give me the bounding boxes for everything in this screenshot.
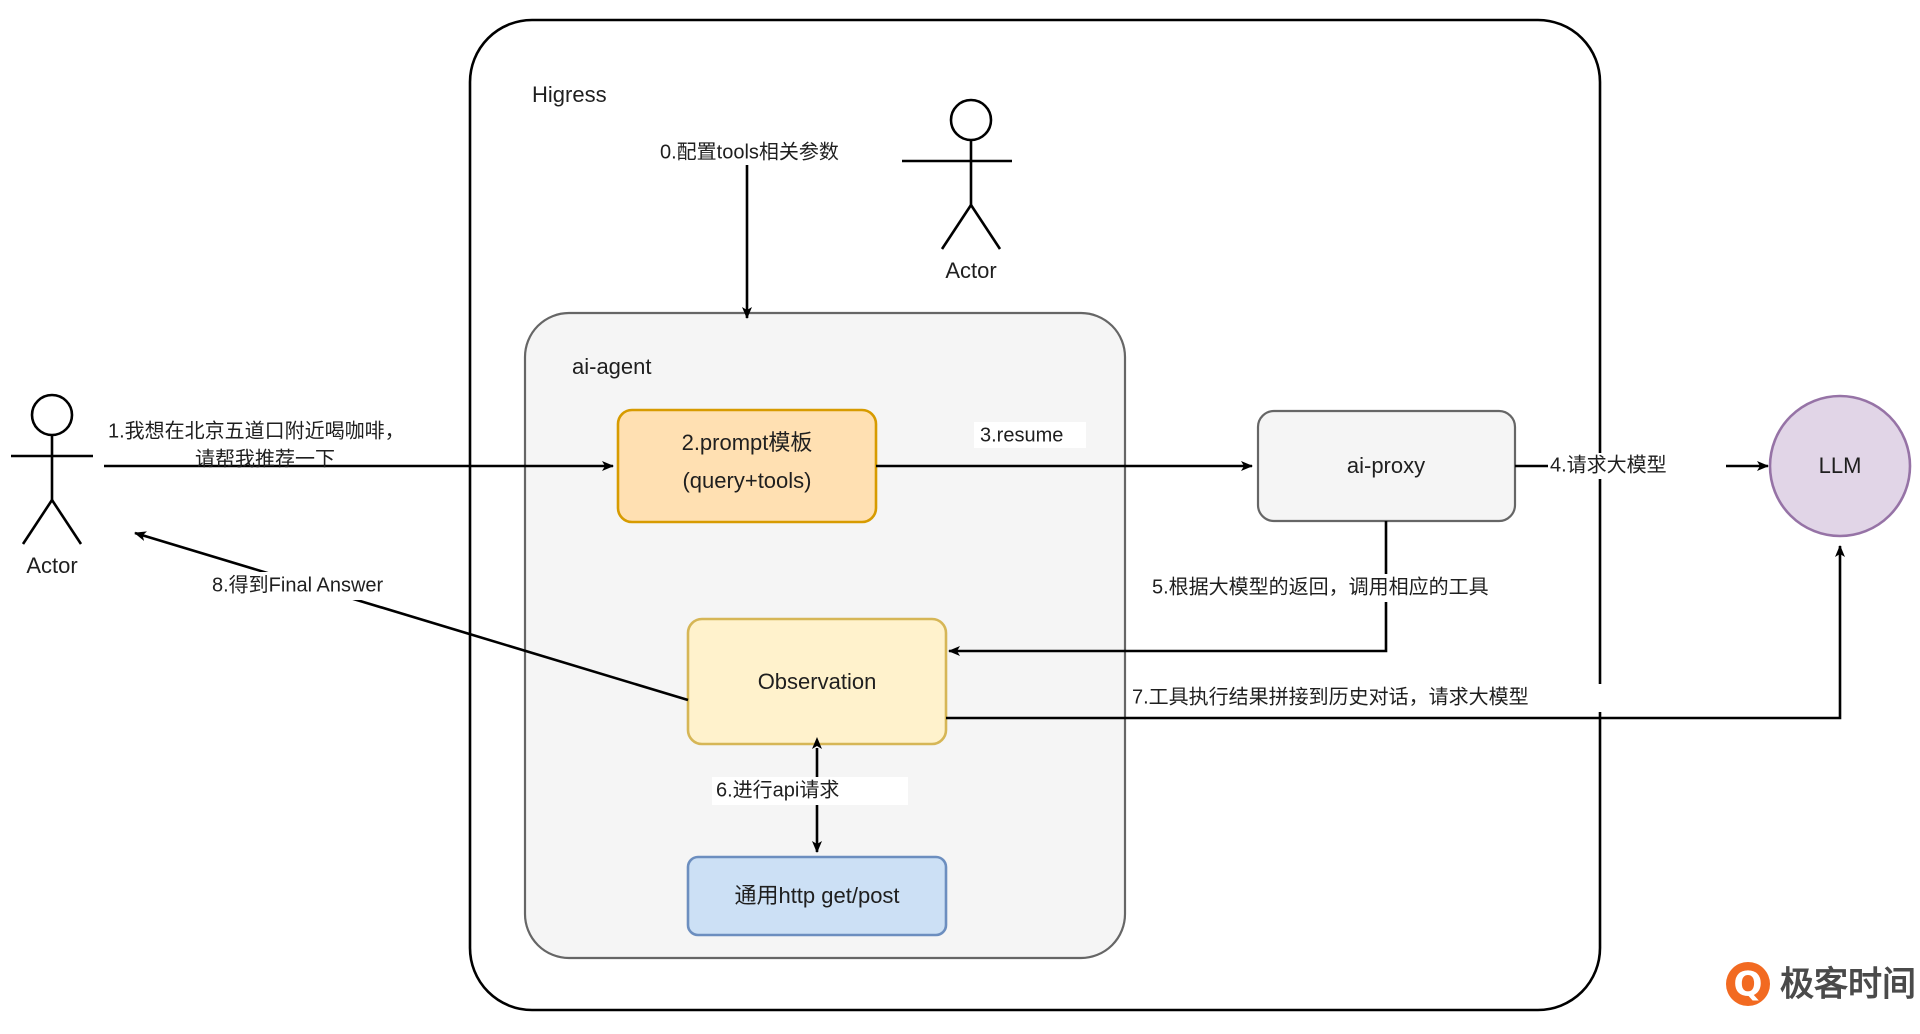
higress-container-label: Higress [532, 82, 607, 107]
edge-6-label-bg [712, 777, 908, 805]
edge-7-label: 7.工具执行结果拼接到历史对话，请求大模型 [1132, 685, 1529, 708]
actor-top: Actor [930, 98, 1012, 283]
actor-left: Actor [11, 393, 93, 578]
edge-3-label-bg [974, 422, 1086, 448]
node-prompt-template-line2: (query+tools) [682, 468, 811, 493]
node-ai-proxy-label: ai-proxy [1347, 453, 1425, 478]
edge-8-final-answer [134, 531, 689, 702]
node-prompt-template-line1: 2.prompt模板 [682, 430, 813, 455]
actor-left-label: Actor [26, 553, 77, 578]
actor-top-label: Actor [945, 258, 996, 283]
edge-4-label: 4.请求大模型 [1550, 453, 1667, 476]
node-observation-label: Observation [758, 669, 877, 694]
edge-7-append-history [946, 545, 1845, 720]
watermark: Q 极客时间 [1726, 962, 1916, 1006]
watermark-logo-glyph: Q [1734, 965, 1763, 1005]
watermark-logo-icon [1726, 962, 1770, 1006]
edge-4-label-bg [1548, 453, 1726, 479]
edge-8-label: 8.得到Final Answer [212, 573, 384, 596]
edge-5-label-bg [1150, 574, 1568, 602]
node-llm[interactable] [1768, 394, 1912, 538]
edge-7-label-bg [1130, 684, 1616, 712]
edge-5-invoke-tool [948, 521, 1388, 656]
node-http-get-post[interactable] [686, 855, 948, 937]
edge-1-label-line1: 1.我想在北京五道口附近喝咖啡， [108, 419, 405, 442]
edge-8-label-bg [210, 572, 440, 600]
edge-3-label: 3.resume [980, 424, 1063, 446]
edge-6-label: 6.进行api请求 [716, 778, 839, 801]
watermark-label: 极客时间 [1780, 965, 1916, 1005]
node-llm-label: LLM [1819, 453, 1862, 478]
edge-5-label: 5.根据大模型的返回，调用相应的工具 [1152, 575, 1489, 598]
edge-1-label-line2: 请帮我推荐一下 [195, 447, 335, 470]
edge-0-label: 0.配置tools相关参数 [660, 140, 839, 163]
edge-0-label-bg [658, 139, 902, 165]
node-prompt-template[interactable] [616, 408, 878, 524]
ai-agent-container-label: ai-agent [572, 354, 652, 379]
node-http-get-post-label: 通用http get/post [734, 883, 899, 908]
